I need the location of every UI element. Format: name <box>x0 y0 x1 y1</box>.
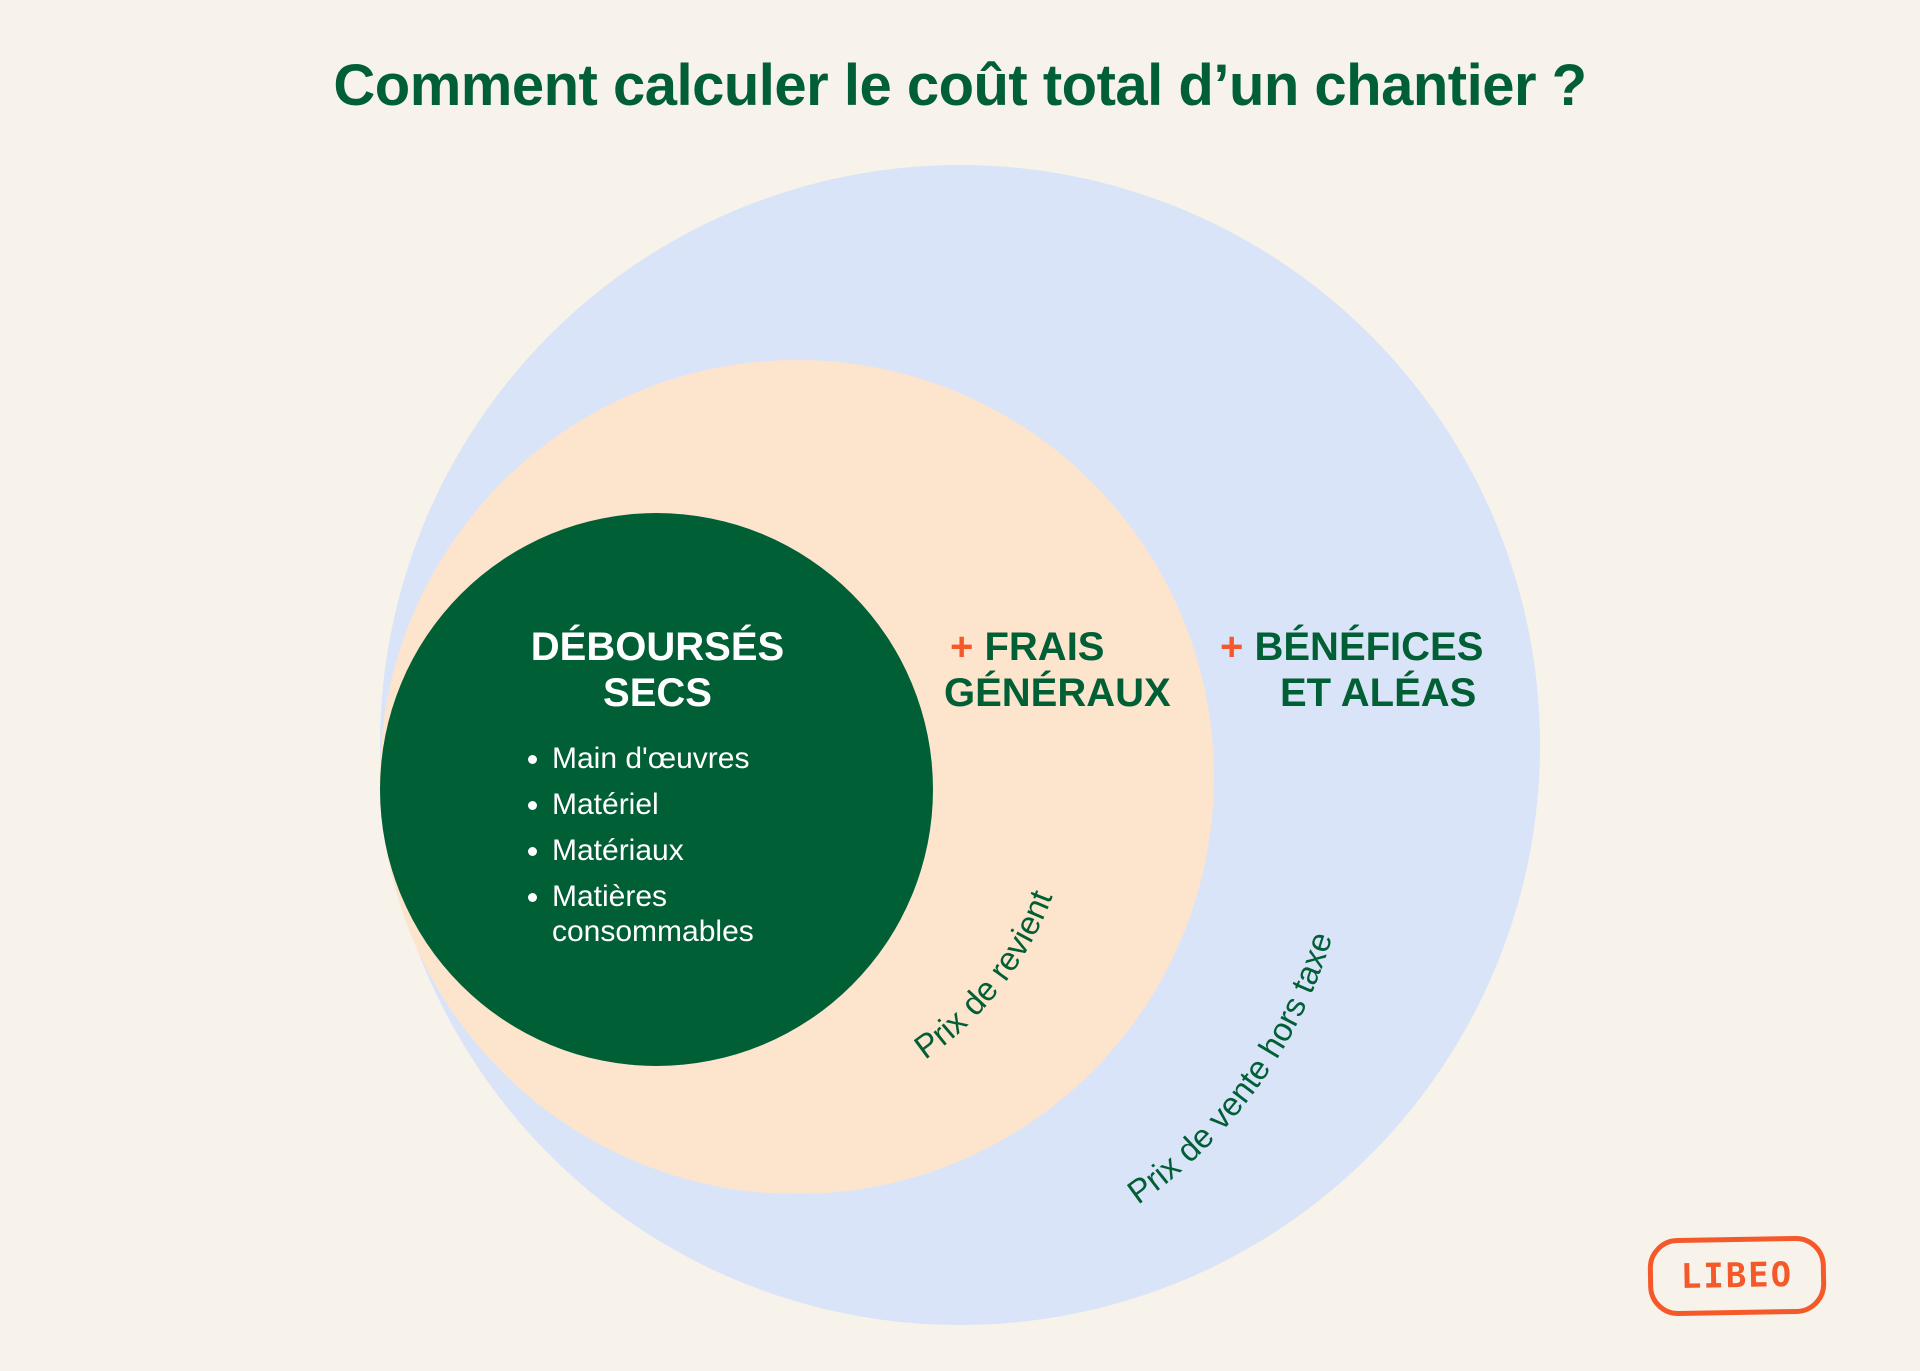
inner-circle-title: DÉBOURSÉS SECS <box>470 624 845 716</box>
list-item-line1: Matières <box>552 880 668 913</box>
page-title: Comment calculer le coût total d’un chan… <box>333 53 1587 118</box>
list-item-line2: consommables <box>552 915 754 948</box>
debourses-list: Main d'œuvres Matériel Matériaux Matière… <box>520 736 754 949</box>
inner-title-line1: DÉBOURSÉS <box>530 625 785 669</box>
inner-title-line2: SECS <box>603 671 712 715</box>
plus-icon: + <box>1220 625 1244 669</box>
frais-line1: FRAIS <box>984 625 1105 669</box>
benefices-line1: BÉNÉFICES <box>1254 625 1484 669</box>
benefices-line2: ET ALÉAS <box>1280 671 1477 715</box>
plus-icon: + <box>950 625 974 669</box>
benefices-aleas-label: + BÉNÉFICES ET ALÉAS <box>1220 624 1483 716</box>
inner-circle-debourses-secs <box>380 513 933 1066</box>
frais-line2: GÉNÉRAUX <box>944 671 1171 715</box>
frais-generaux-label: + FRAIS GÉNÉRAUX <box>944 624 1171 716</box>
list-item: Matériel <box>552 782 754 828</box>
list-item: Main d'œuvres <box>552 736 754 782</box>
list-item: Matériaux <box>552 828 754 874</box>
libeo-logo: LIBEO <box>1647 1235 1827 1317</box>
